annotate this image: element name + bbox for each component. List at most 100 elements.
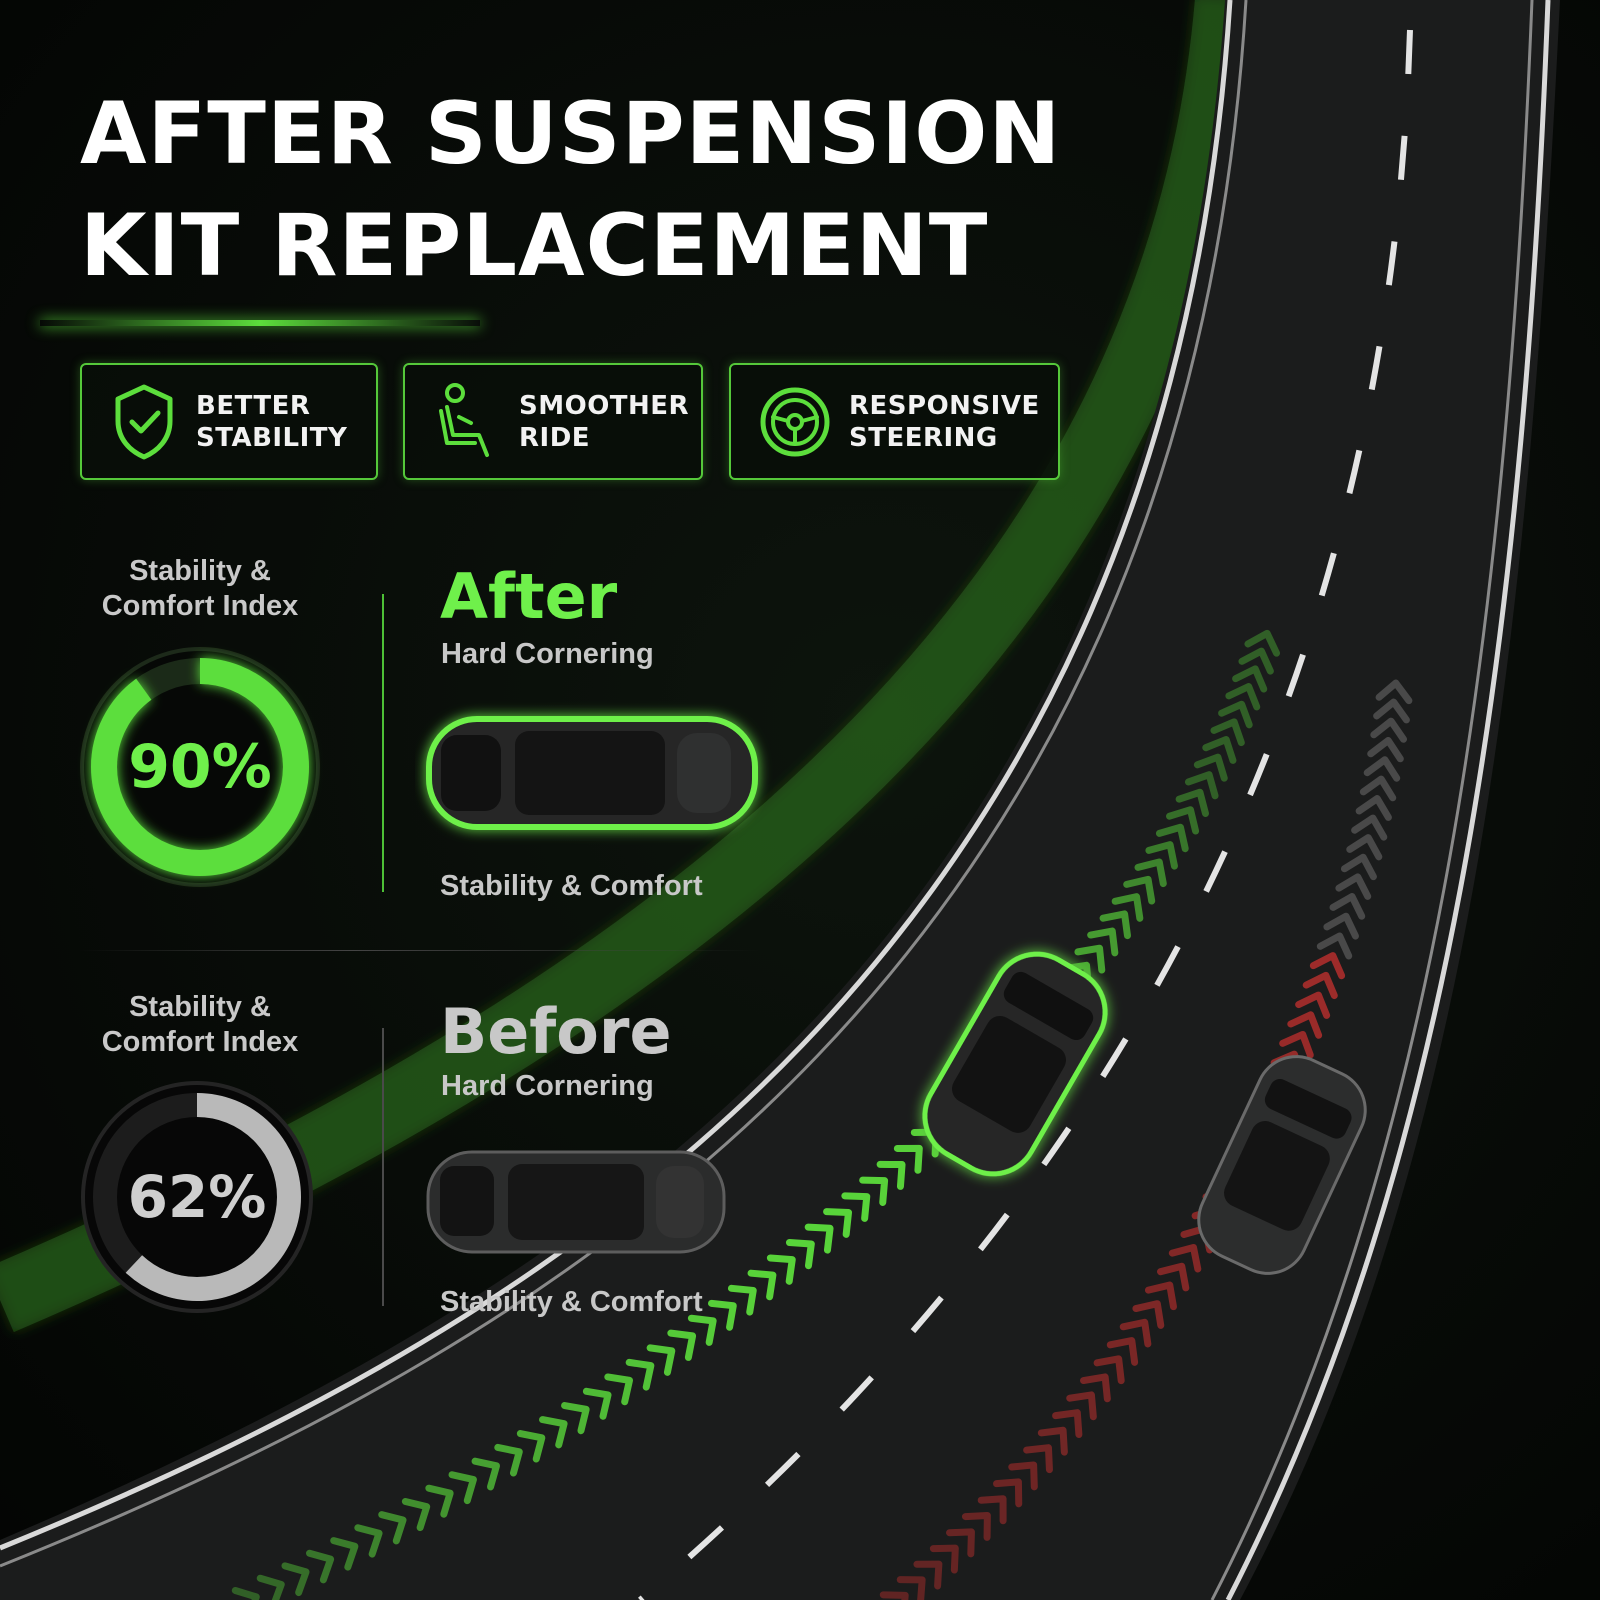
stable-chevron [785, 1239, 815, 1270]
before-index-value: 62% [127, 1163, 267, 1231]
unstable-chevron [1375, 679, 1413, 705]
stable-chevron [667, 1329, 697, 1361]
shield-check-icon [115, 384, 173, 459]
road-edge-inner [0, 0, 1233, 1551]
stable-chevron [471, 1457, 501, 1491]
after-subheading: Hard Cornering [441, 638, 654, 670]
stable-chevron [707, 1299, 737, 1331]
after-gauge-arc [91, 658, 309, 876]
benefit-card-ride: SMOOTHER RIDE [403, 363, 703, 480]
stable-chevron [1244, 629, 1281, 657]
stable-chevron [256, 1574, 285, 1600]
stable-chevron [625, 1358, 655, 1391]
stable-chevron [1238, 647, 1274, 675]
stable-chevron [1175, 788, 1209, 817]
unstable-chevron [1335, 873, 1372, 900]
stable-chevron [893, 1144, 923, 1174]
road-edge-outer [1225, 0, 1551, 1600]
stable-chevron [582, 1387, 612, 1420]
stable-chevron [561, 1402, 590, 1435]
stable-chevron [766, 1254, 796, 1285]
stable-chevron [1099, 910, 1131, 940]
unstable-chevron [1351, 814, 1388, 841]
stable-chevron [330, 1537, 359, 1571]
before-index-gauge: 62% [77, 1077, 317, 1317]
after-divider [382, 594, 384, 892]
stable-chevron [1225, 682, 1261, 711]
stable-chevron [1193, 753, 1228, 782]
stable-chevron [494, 1443, 523, 1477]
unstable-chevron [993, 1478, 1023, 1508]
unstable-chevron [1008, 1461, 1038, 1491]
stable-chevron [727, 1284, 757, 1316]
stable-chevron [539, 1416, 568, 1449]
stable-chevron [646, 1344, 676, 1376]
stable-chevron [687, 1314, 717, 1346]
benefit-label-ride: SMOOTHER RIDE [519, 390, 690, 453]
page-title: AFTER SUSPENSION KIT REPLACEMENT [80, 78, 1061, 302]
unstable-chevron [946, 1528, 975, 1558]
after-index-label: Stability & Comfort Index [101, 555, 299, 622]
unstable-chevron [1373, 698, 1410, 724]
before-index-label: Stability & Comfort Index [101, 991, 299, 1058]
unstable-chevron [1144, 1281, 1177, 1311]
unstable-chevron [1359, 775, 1397, 802]
before-car-image [426, 1150, 726, 1254]
before-heading: Before [440, 995, 672, 1068]
unstable-chevron [1370, 717, 1408, 743]
benefit-label-steering: RESPONSIVE STEERING [849, 390, 1040, 453]
unstable-chevron [1066, 1391, 1097, 1421]
stable-chevron [1166, 806, 1200, 835]
unstable-chevron [1367, 736, 1404, 763]
unstable-chevron [1302, 971, 1338, 1000]
stable-chevron [1232, 665, 1268, 693]
unstable-chevron [1023, 1444, 1053, 1474]
unstable-chevron [879, 1591, 909, 1600]
unstable-chevron [1080, 1373, 1111, 1403]
unstable-chevron [1132, 1300, 1165, 1329]
car-seat-icon [439, 382, 489, 457]
after-heading: After [440, 560, 618, 633]
stable-chevron [231, 1587, 260, 1600]
unstable-chevron [1037, 1426, 1068, 1456]
before-subheading: Hard Cornering [441, 1070, 654, 1102]
stable-chevron [804, 1223, 834, 1254]
road-car-unstable [1197, 1055, 1367, 1275]
unstable-chevron [913, 1560, 943, 1590]
unstable-chevron [1168, 1243, 1202, 1273]
stable-chevron [516, 1430, 546, 1463]
stable-chevron [1087, 927, 1119, 957]
stable-chevron [1074, 944, 1106, 974]
after-car-image [426, 716, 758, 830]
stable-chevron [378, 1511, 407, 1545]
stable-chevron [823, 1208, 853, 1238]
unstable-chevron [896, 1576, 926, 1600]
unstable-chevron [1363, 756, 1401, 782]
after-index-gauge: 90% [75, 642, 325, 892]
title-line-1: AFTER SUSPENSION [80, 84, 1062, 184]
stable-chevron [281, 1562, 310, 1597]
unstable-chevron [1287, 1011, 1323, 1039]
benefit-card-steering: RESPONSIVE STEERING [729, 363, 1060, 480]
unstable-chevron [1309, 952, 1346, 980]
road [0, 0, 1560, 1600]
title-line-2: KIT REPLACEMENT [80, 196, 989, 296]
stable-chevron [305, 1549, 335, 1584]
stable-chevron [1111, 893, 1144, 922]
stable-chevron [1145, 841, 1178, 870]
section-separator [80, 950, 760, 951]
unstable-chevron [1355, 795, 1392, 821]
stable-chevron [1155, 823, 1189, 853]
stable-chevron [1134, 858, 1167, 888]
stable-chevron [1184, 771, 1219, 800]
unstable-chevron [1157, 1262, 1190, 1292]
after-caption: Stability & Comfort [440, 870, 703, 902]
road-car-stable [922, 951, 1108, 1177]
benefit-card-stability: BETTER STABILITY [80, 363, 378, 480]
unstable-chevron [1340, 853, 1377, 881]
stable-chevron [747, 1269, 777, 1301]
stable-chevron [448, 1471, 477, 1505]
unstable-chevron [977, 1495, 1007, 1525]
stable-chevron [1210, 718, 1245, 747]
unstable-chevron [1279, 1030, 1314, 1059]
